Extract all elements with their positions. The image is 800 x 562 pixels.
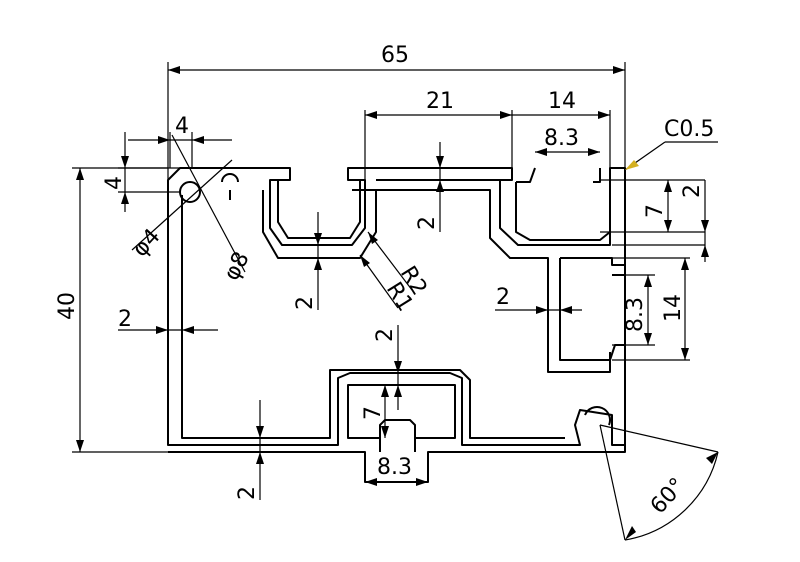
dim-wall-top-groove: 2 <box>293 296 318 310</box>
dim-overall-height: 40 <box>55 292 80 320</box>
dim-bottom-slot-depth: 7 <box>361 406 386 420</box>
dim-side-slot-opening: 8.3 <box>623 297 648 332</box>
dim-corner-offset-x: 4 <box>175 114 189 139</box>
dim-right-slot-opening: 8.3 <box>544 126 579 151</box>
dim-wall-mid: 2 <box>415 216 440 230</box>
dim-overall-width: 65 <box>381 43 409 68</box>
dim-chamfer: C0.5 <box>664 117 714 142</box>
dim-side-slot-width: 14 <box>661 294 686 322</box>
dim-wall-inner: 2 <box>496 285 510 310</box>
dim-wall-left: 2 <box>118 307 132 332</box>
dim-wall-bottom: 2 <box>235 486 260 500</box>
dim-angle: 60° <box>646 473 691 519</box>
dim-corner-offset-y: 4 <box>102 176 127 190</box>
dim-right-slot-width: 14 <box>548 89 576 114</box>
profile-outline <box>167 167 626 483</box>
dim-top-slot-width: 21 <box>426 89 454 114</box>
dimension-lines <box>72 62 719 541</box>
dim-right-slot-depth: 7 <box>643 204 668 218</box>
dim-right-wall: 2 <box>680 184 705 198</box>
dim-bottom-slot-opening: 8.3 <box>377 455 412 480</box>
dim-hole-dia-large: φ8 <box>219 248 254 285</box>
dim-bottom-slot-wall: 2 <box>373 328 398 342</box>
dim-hole-dia-small: φ4 <box>128 224 166 262</box>
